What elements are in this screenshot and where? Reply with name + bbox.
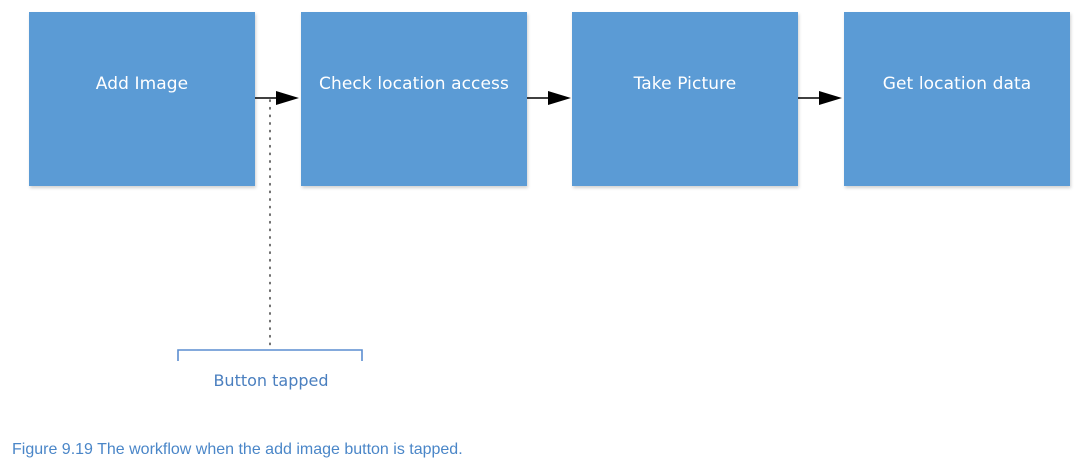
annotation-bracket: [177, 349, 363, 361]
step-add-image-box: Add Image: [29, 12, 255, 186]
step-check-location-access-box: Check location access: [301, 12, 527, 186]
annotation-button-tapped-label: Button tapped: [213, 371, 329, 390]
step-get-location-data-label: Get location data: [882, 74, 1032, 94]
step-check-location-access-label: Check location access: [319, 74, 509, 94]
step-take-picture-box: Take Picture: [572, 12, 798, 186]
step-add-image-label: Add Image: [95, 74, 189, 94]
step-take-picture-label: Take Picture: [633, 74, 737, 94]
arrow-step3-to-step4: [798, 91, 842, 105]
step-get-location-data-box: Get location data: [844, 12, 1070, 186]
figure-caption: Figure 9.19 The workflow when the add im…: [12, 441, 463, 458]
arrow-step2-to-step3: [527, 91, 571, 105]
arrow-step1-to-step2: [255, 91, 299, 105]
